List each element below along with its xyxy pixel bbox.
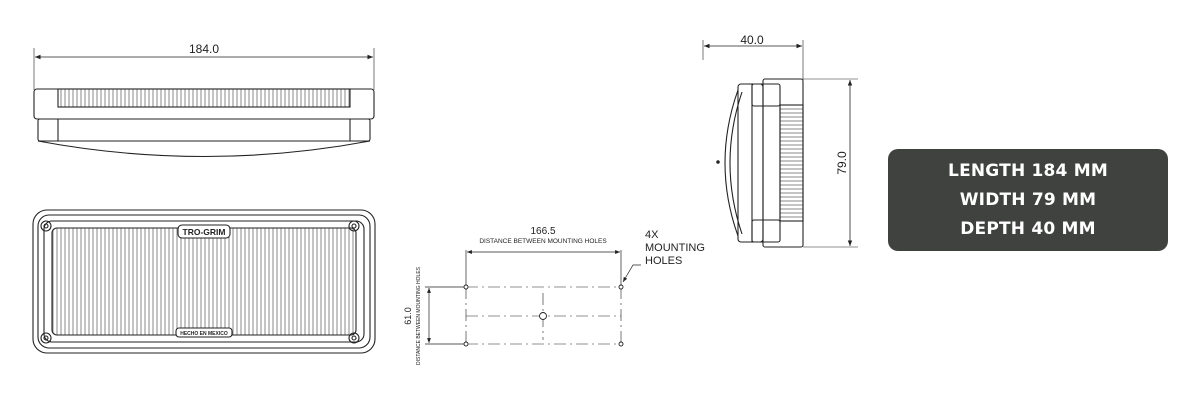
top-view [33,48,375,158]
horizontal-mounting-value: 166.5 [530,226,555,237]
spec-length: LENGTH 184 MM [948,160,1108,181]
spec-depth: DEPTH 40 MM [960,218,1096,239]
horizontal-mounting-caption: DISTANCE BETWEEN MOUNTING HOLES [479,238,607,245]
front-view [32,209,376,354]
mounting-pattern [425,250,641,347]
height-dimension-label: 79.0 [835,151,849,175]
front-view-bezel [43,220,365,343]
vertical-mounting-caption: DISTANCE BETWEEN MOUNTING HOLES [416,266,422,365]
side-view [702,40,858,248]
mounting-callout-line-1: 4X [645,229,659,241]
depth-dimension-label: 40.0 [740,33,764,47]
stamp-text: HECHO EN MEXICO [180,331,228,337]
side-view-lens-marker [716,160,720,164]
top-view-ribbed-lens [57,88,351,108]
top-view-flange [37,118,371,142]
mounting-callout-line-3: HOLES [645,255,682,267]
mounting-hole-bottom-left [463,341,469,347]
mounting-hole-bottom-right [618,341,624,347]
corner-screw-top-left [40,220,52,232]
mounting-callout-line-2: MOUNTING [645,242,705,254]
mounting-hole-top-left [463,284,469,290]
side-view-lens-dome [724,89,739,237]
corner-screw-bottom-right [348,332,360,344]
front-view-rim [37,214,371,349]
stamp-plate [175,327,233,338]
vertical-mounting-value: 61.0 [403,307,413,325]
top-view-dome [37,140,371,158]
mounting-hole-top-right [618,284,624,290]
logo-text: TRO-GRIM [183,227,226,237]
corner-screw-top-right [348,220,360,232]
spec-width: WIDTH 79 MM [959,189,1097,210]
side-view-upper-tab [751,83,781,107]
side-view-lower-tab [751,219,781,243]
logo-plate [177,224,231,239]
mounting-callout-leader [622,264,641,283]
specs-summary-box: LENGTH 184 MM WIDTH 79 MM DEPTH 40 MM [888,149,1168,251]
side-view-ribbed-back [779,104,804,222]
length-dimension-label: 184.0 [189,42,219,56]
front-view-ribbed-lens [51,227,357,336]
front-view-outer [32,209,376,354]
side-view-flange [737,83,764,243]
corner-screw-bottom-left [40,332,52,344]
center-hole [539,312,547,320]
